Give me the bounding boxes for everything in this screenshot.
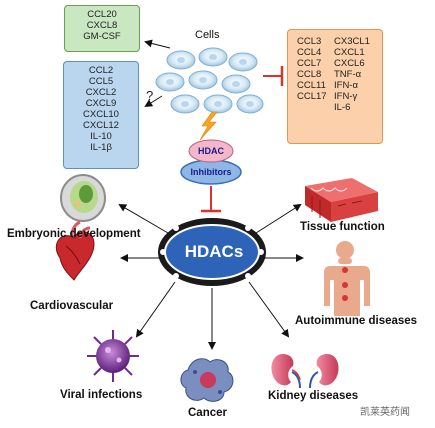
arrow-kidney bbox=[248, 281, 290, 338]
heart-icon bbox=[55, 220, 95, 281]
cytokine-box-inhibited: CCL3 CCL4 CCL7 CCL8 CCL11 CCL17 CX3CL1 C… bbox=[287, 29, 383, 144]
cytokine-item: CCL4 bbox=[297, 47, 322, 58]
cytokine-item: CCL8 bbox=[297, 69, 322, 80]
embryonic-development-label: Embryonic development bbox=[7, 228, 141, 240]
cytokine-item: CCL7 bbox=[297, 58, 322, 69]
watermark: 凯莱英药闻 bbox=[360, 407, 410, 418]
cytokine-item: IL-1β bbox=[90, 142, 112, 153]
cytokine-column: CX3CL1 CXCL1 CXCL6 TNF-α IFN-α IFN-γ IL-… bbox=[334, 36, 370, 113]
cytokine-box-uncertain: CCL2 CCL5 CXCL2 CXCL9 CXCL10 CXCL12 IL-1… bbox=[63, 61, 139, 169]
cytokine-item: IL-6 bbox=[334, 102, 351, 113]
cytokine-item: CX3CL1 bbox=[334, 36, 370, 47]
cancer-label: Cancer bbox=[188, 407, 227, 419]
hdac-pill-label: HDAC bbox=[198, 146, 224, 156]
cytokine-item: CXCL8 bbox=[86, 20, 118, 31]
cytokine-item: CXCL12 bbox=[83, 120, 119, 131]
hdac-inhibitor-icon bbox=[180, 139, 242, 185]
hdacs-label: HDACs bbox=[184, 242, 244, 261]
human-body-icon bbox=[324, 241, 370, 316]
arrow-embryonic bbox=[118, 203, 169, 234]
cytokine-item: CCL11 bbox=[297, 80, 326, 91]
question-mark: ? bbox=[146, 88, 154, 103]
cytokine-item: CCL17 bbox=[297, 91, 327, 102]
cytokine-box-upregulated: CCL20 CXCL8 GM-CSF bbox=[64, 5, 140, 52]
cytokine-item: CXCL9 bbox=[85, 98, 117, 109]
tissue-icon bbox=[305, 178, 378, 222]
cytokine-item: TNF-α bbox=[334, 69, 362, 80]
cytokine-item: CXCL10 bbox=[83, 109, 119, 120]
cardiovascular-label: Cardiovascular bbox=[30, 300, 114, 312]
cytokine-item: CCL20 bbox=[87, 9, 117, 20]
cells-label: Cells bbox=[195, 29, 220, 41]
virus-icon bbox=[87, 330, 139, 382]
inhibit-hdacs bbox=[201, 186, 221, 213]
cytokine-item: CXCL6 bbox=[334, 58, 365, 69]
kidney-icon bbox=[271, 354, 339, 389]
inhibit-orange-box bbox=[263, 66, 284, 86]
cytokine-item: IFN-α bbox=[334, 80, 358, 91]
cytokine-item: GM-CSF bbox=[83, 31, 121, 42]
cytokine-column: CCL3 CCL4 CCL7 CCL8 CCL11 CCL17 bbox=[297, 36, 327, 102]
cytokine-item: CCL2 bbox=[88, 65, 114, 76]
cytokine-item: IL-10 bbox=[90, 131, 112, 142]
cytokine-item: IFN-γ bbox=[334, 91, 358, 102]
autoimmune-diseases-label: Autoimmune diseases bbox=[295, 315, 418, 327]
arrow-viral bbox=[135, 281, 176, 338]
cancer-cell-icon bbox=[180, 358, 234, 402]
lightning-icon bbox=[199, 111, 218, 141]
cytokine-item: CCL3 bbox=[297, 36, 322, 47]
arrow-to-blue-box bbox=[144, 95, 163, 108]
arrow-tissue bbox=[255, 203, 302, 234]
cytokine-item: CXCL1 bbox=[334, 47, 365, 58]
cytokine-item: CCL5 bbox=[88, 76, 114, 87]
viral-infections-label: Viral infections bbox=[60, 389, 143, 401]
inhibitors-label: Inhibitors bbox=[190, 167, 232, 177]
cells-cluster bbox=[155, 47, 264, 114]
arrow-to-green-box bbox=[144, 39, 171, 49]
hdacs-hub bbox=[158, 218, 266, 286]
cytokine-item: CXCL2 bbox=[85, 87, 117, 98]
embryo-icon bbox=[60, 174, 106, 222]
tissue-function-label: Tissue function bbox=[300, 221, 385, 233]
kidney-diseases-label: Kidney diseases bbox=[268, 390, 359, 402]
